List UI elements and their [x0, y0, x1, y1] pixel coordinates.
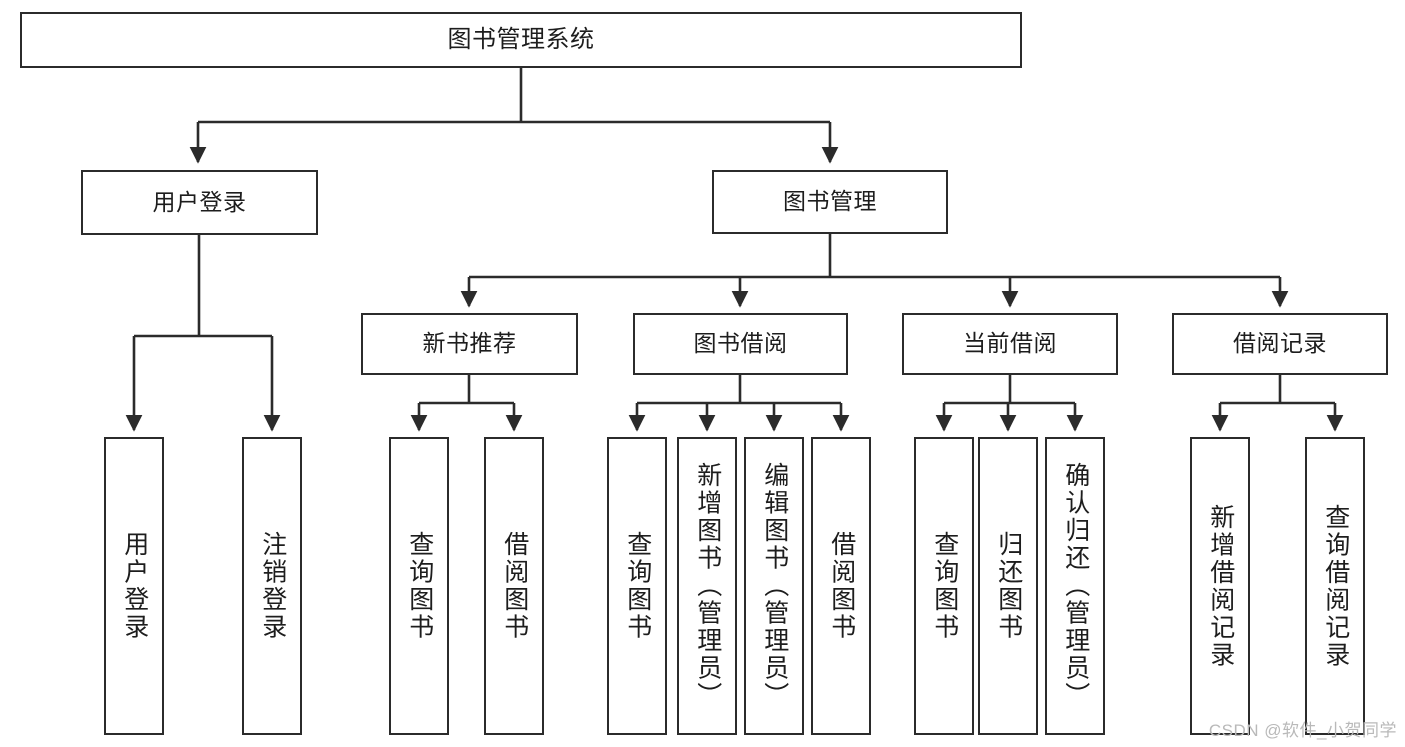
leaf-borrow-record-add[interactable]: 新增借阅记录	[1190, 437, 1250, 735]
node-label: 查询图书	[405, 531, 434, 641]
node-label: 注销登录	[258, 531, 287, 641]
node-label: 新增借阅记录	[1206, 503, 1235, 669]
node-user-login[interactable]: 用户登录	[81, 170, 318, 235]
node-new-book-recommend[interactable]: 新书推荐	[361, 313, 578, 375]
leaf-user-login-login[interactable]: 用户登录	[104, 437, 164, 735]
node-label: 归还图书	[994, 531, 1023, 641]
leaf-current-borrow-return[interactable]: 归还图书	[978, 437, 1038, 735]
watermark: CSDN @软件_小贺同学	[1208, 721, 1397, 740]
leaf-book-borrow-add[interactable]: 新增图书（管理员）	[677, 437, 737, 735]
node-label: 编辑图书（管理员）	[760, 462, 789, 710]
leaf-user-login-logout[interactable]: 注销登录	[242, 437, 302, 735]
leaf-book-borrow-query[interactable]: 查询图书	[607, 437, 667, 735]
leaf-new-book-query[interactable]: 查询图书	[389, 437, 449, 735]
leaf-book-borrow-edit[interactable]: 编辑图书（管理员）	[744, 437, 804, 735]
node-current-borrow[interactable]: 当前借阅	[902, 313, 1118, 375]
leaf-book-borrow-borrow[interactable]: 借阅图书	[811, 437, 871, 735]
node-label: 用户登录	[152, 188, 247, 215]
node-borrow-record[interactable]: 借阅记录	[1172, 313, 1388, 375]
node-label: 借阅图书	[827, 531, 856, 641]
leaf-current-borrow-query[interactable]: 查询图书	[914, 437, 974, 735]
node-label: 图书借阅	[693, 330, 788, 357]
node-label: 图书管理	[783, 188, 877, 215]
node-label: 借阅记录	[1233, 330, 1327, 357]
leaf-borrow-record-query[interactable]: 查询借阅记录	[1305, 437, 1365, 735]
node-label: 当前借阅	[963, 330, 1057, 357]
leaf-new-book-borrow[interactable]: 借阅图书	[484, 437, 544, 735]
leaf-current-borrow-confirm[interactable]: 确认归还（管理员）	[1045, 437, 1105, 735]
node-label: 用户登录	[120, 531, 149, 641]
node-label: 借阅图书	[500, 531, 529, 641]
node-label: 新增图书（管理员）	[693, 462, 722, 710]
node-root-system[interactable]: 图书管理系统	[20, 12, 1022, 68]
node-label: 查询借阅记录	[1321, 503, 1350, 669]
node-book-borrow[interactable]: 图书借阅	[633, 313, 848, 375]
node-label: 图书管理系统	[447, 25, 595, 53]
node-label: 确认归还（管理员）	[1061, 462, 1090, 710]
node-label: 新书推荐	[422, 330, 517, 357]
node-label: 查询图书	[623, 531, 652, 641]
node-book-management[interactable]: 图书管理	[712, 170, 948, 234]
node-label: 查询图书	[930, 531, 959, 641]
